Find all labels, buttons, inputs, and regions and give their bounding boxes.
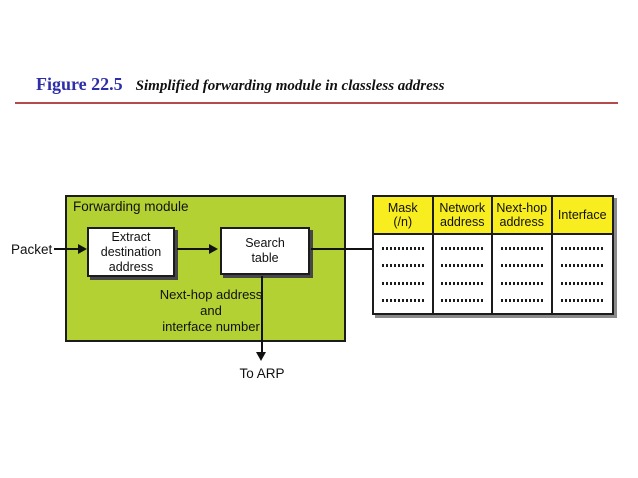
- search-line2: table: [251, 251, 279, 265]
- dotted-row: [500, 264, 543, 268]
- header-text: Next-hop: [496, 200, 548, 215]
- search-line1: Search: [245, 236, 285, 250]
- title-divider: [15, 102, 618, 104]
- nexthop-output-label: Next-hop address and interface number: [150, 287, 272, 335]
- dotted-row: [500, 281, 543, 285]
- table-header-mask: Mask (/n): [374, 197, 432, 235]
- table-body-nexthop-address: [493, 235, 551, 313]
- extract-destination-box: Extract destination address: [87, 227, 175, 277]
- table-column-nexthop-address: Next-hop address: [491, 197, 551, 313]
- table-body-network-address: [434, 235, 492, 313]
- search-to-table-connector: [311, 248, 372, 250]
- dotted-row: [381, 298, 424, 302]
- search-table-box: Search table: [220, 227, 310, 275]
- table-column-mask: Mask (/n): [374, 197, 432, 313]
- packet-arrow-line: [54, 248, 79, 250]
- table-header-nexthop-address: Next-hop address: [493, 197, 551, 235]
- header-text: address: [499, 215, 544, 229]
- extract-line1: Extract: [111, 229, 151, 244]
- table-column-interface: Interface: [550, 197, 612, 313]
- routing-table: Mask (/n) Network address Next-hop addre…: [372, 195, 614, 315]
- header-text: address: [440, 215, 485, 229]
- dotted-row: [381, 247, 424, 250]
- dotted-row: [441, 298, 484, 302]
- dotted-row: [381, 264, 424, 268]
- extract-line2: destination: [100, 244, 162, 259]
- extract-to-search-arrowhead-icon: [209, 244, 218, 254]
- dotted-row: [561, 298, 604, 302]
- header-text: Network: [439, 200, 486, 215]
- to-arp-label: To ARP: [239, 366, 285, 381]
- figure-number: Figure 22.5: [36, 74, 123, 94]
- header-text: Interface: [557, 207, 607, 222]
- dotted-row: [561, 247, 604, 250]
- dotted-row: [441, 281, 484, 285]
- table-header-network-address: Network address: [433, 197, 491, 235]
- extract-to-search-line: [177, 248, 209, 250]
- dotted-row: [500, 247, 543, 250]
- table-column-network-address: Network address: [431, 197, 492, 313]
- extract-line3: address: [108, 259, 154, 274]
- table-body-interface: [553, 235, 612, 313]
- table-header-interface: Interface: [552, 197, 612, 235]
- dotted-row: [441, 247, 484, 250]
- dotted-row: [561, 264, 604, 268]
- nexthop-line3: interface number: [162, 319, 260, 334]
- packet-label: Packet: [11, 242, 53, 257]
- header-text: (/n): [393, 215, 413, 229]
- header-text: Mask: [387, 200, 418, 215]
- to-arp-arrowhead-icon: [256, 352, 266, 361]
- packet-arrowhead-icon: [78, 244, 87, 254]
- figure-caption: Simplified forwarding module in classles…: [135, 78, 445, 94]
- table-body-mask: [374, 235, 432, 313]
- dotted-row: [381, 281, 424, 285]
- dotted-row: [500, 298, 543, 302]
- to-arp-line: [261, 276, 263, 352]
- dotted-row: [441, 264, 484, 268]
- forwarding-module-label: Forwarding module: [73, 199, 189, 214]
- nexthop-line1: Next-hop address: [159, 287, 263, 302]
- figure-title: Figure 22.5 Simplified forwarding module…: [36, 74, 444, 95]
- dotted-row: [561, 281, 604, 285]
- nexthop-line2: and: [200, 303, 222, 318]
